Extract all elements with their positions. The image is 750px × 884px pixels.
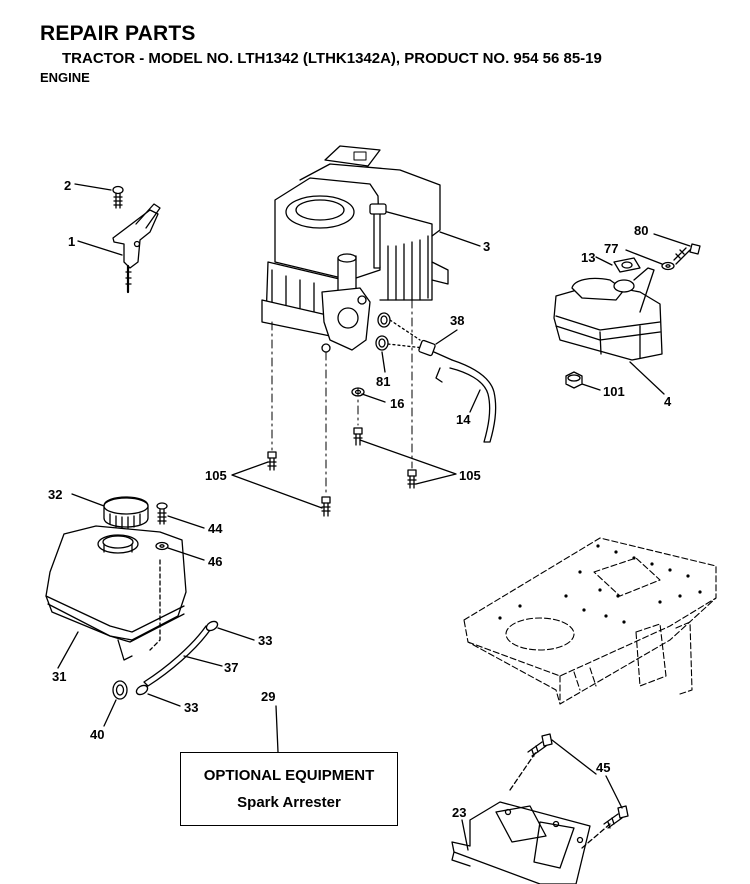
leader-29 [275,705,279,753]
clamp-part-33a [205,620,219,632]
callout-37: 37 [224,660,238,675]
callout-46: 46 [208,554,222,569]
leader-44 [167,515,205,529]
callout-29: 29 [261,689,275,704]
callout-32: 32 [48,487,62,502]
callout-4: 4 [664,394,672,409]
section-label: ENGINE [40,70,90,85]
leader-14 [469,389,481,413]
fuel-shutoff-part-38 [418,339,453,383]
optional-equipment-title: OPTIONAL EQUIPMENT [203,767,375,784]
fitting-hidden-line [387,319,425,349]
leader-101 [581,383,601,391]
screw-part-44 [156,502,168,525]
leader-105a [231,461,323,509]
leader-16 [361,393,386,403]
leader-23 [461,819,469,851]
optional-equipment-box: OPTIONAL EQUIPMENT Spark Arrester [180,752,398,826]
leader-105b [359,439,457,485]
spark-arrester-bracket-part-23 [451,801,591,884]
leader-31 [57,631,79,669]
screw-part-2 [112,185,124,209]
callout-105-left: 105 [205,468,227,483]
leader-13 [595,256,613,266]
bolt-centerlines [271,299,413,496]
callout-23: 23 [452,805,466,820]
bolt-part-105 [267,427,417,517]
leader-3 [439,231,481,247]
callout-2: 2 [64,178,71,193]
callout-38: 38 [450,313,464,328]
callout-labels: 2 1 3 80 77 13 38 81 16 14 101 4 105 105… [48,178,672,820]
callout-40: 40 [90,727,104,742]
clamp-part-33b [135,684,149,696]
fuel-line-part-37 [143,625,211,687]
leader-33a [217,627,255,641]
callout-101: 101 [603,384,625,399]
callout-16: 16 [390,396,404,411]
leader-2 [74,183,112,191]
callout-13: 13 [581,250,595,265]
callout-81: 81 [376,374,390,389]
callout-77: 77 [604,241,618,256]
fuel-tank-part-31 [45,525,187,661]
leader-32 [71,493,105,507]
callout-44: 44 [208,521,223,536]
screw-45-centerline-b [581,823,611,849]
callout-45: 45 [596,760,610,775]
washer-part-77 [661,261,675,271]
leader-37 [183,655,223,667]
callout-3: 3 [483,239,490,254]
fuel-line-part-14 [449,359,497,443]
screw-45-centerline-a [509,751,537,791]
leader-81 [381,351,386,373]
callout-80: 80 [634,223,648,238]
callout-33-upper: 33 [258,633,272,648]
leader-46 [167,547,205,561]
leader-80 [653,233,691,247]
muffler-part-4 [553,267,663,361]
leader-4 [629,361,665,395]
fitting-part-81 [375,312,391,351]
callout-31: 31 [52,669,66,684]
bolt-part-80 [673,243,701,265]
page-header: REPAIR PARTS TRACTOR - MODEL NO. LTH1342… [40,22,602,85]
callout-1: 1 [68,234,75,249]
callout-14: 14 [456,412,471,427]
engine-part [261,145,449,353]
leader-77 [625,249,663,265]
leader-45 [551,739,623,809]
tractor-frame-phantom [463,537,717,705]
screw-part-45 [527,733,629,829]
washer-part-46 [155,541,169,551]
callout-33-lower: 33 [184,700,198,715]
leader-40 [103,699,117,727]
leader-1 [77,240,123,256]
optional-equipment-item: Spark Arrester [237,794,341,811]
frame-holes [498,544,702,624]
throttle-bracket-part [112,203,161,294]
gasket-part-13 [613,257,641,273]
page-title: REPAIR PARTS [40,22,196,45]
leader-33b [147,693,181,707]
fuel-cap-part-32 [103,496,149,529]
bushing-part-40 [112,680,128,700]
page-subtitle: TRACTOR - MODEL NO. LTH1342 (LTHK1342A),… [62,50,602,67]
leader-38 [435,329,458,345]
nut-part-101 [565,371,583,389]
callout-105-right: 105 [459,468,481,483]
